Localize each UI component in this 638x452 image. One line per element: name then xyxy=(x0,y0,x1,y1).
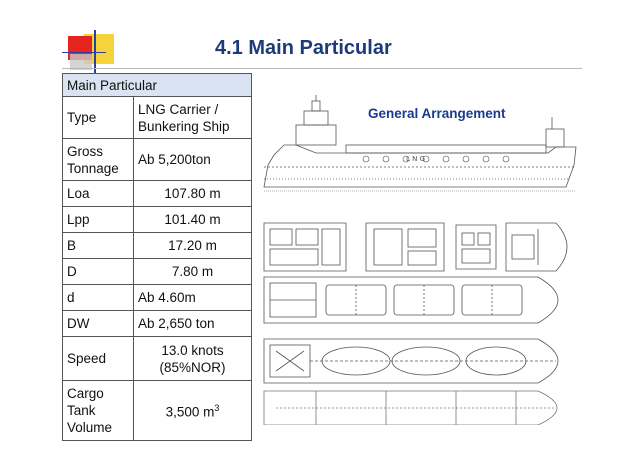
main-particular-table: Main Particular Type LNG Carrier / Bunke… xyxy=(62,73,252,441)
table-row: Type LNG Carrier / Bunkering Ship xyxy=(62,96,252,139)
row-value: 7.80 m xyxy=(133,258,252,285)
row-label: d xyxy=(62,284,134,311)
drawing-title: General Arrangement xyxy=(368,106,506,121)
row-value: LNG Carrier / Bunkering Ship xyxy=(133,96,252,139)
table-row: Loa 107.80 m xyxy=(62,180,252,207)
bottom-plan xyxy=(263,390,558,425)
lower-deck-plan xyxy=(263,338,559,384)
row-label: Loa xyxy=(62,180,134,207)
row-value: Ab 5,200ton xyxy=(133,138,252,181)
table-row: Speed 13.0 knots (85%NOR) xyxy=(62,336,252,381)
row-value: Ab 4.60m xyxy=(133,284,252,311)
row-label: Speed xyxy=(62,336,134,381)
table-row: D 7.80 m xyxy=(62,258,252,285)
svg-text:L N G: L N G xyxy=(406,155,425,163)
row-value: 17.20 m xyxy=(133,232,252,259)
table-row: Gross Tonnage Ab 5,200ton xyxy=(62,138,252,181)
table-header: Main Particular xyxy=(62,73,252,97)
general-arrangement-drawing: L N G xyxy=(263,95,577,425)
table-header-row: Main Particular xyxy=(62,73,252,97)
title-divider xyxy=(62,68,582,69)
row-label: Gross Tonnage xyxy=(62,138,134,181)
decor-blue-hline xyxy=(62,52,106,53)
table-row: B 17.20 m xyxy=(62,232,252,259)
table-row: d Ab 4.60m xyxy=(62,284,252,311)
deck-plans xyxy=(263,222,568,272)
table-row: Cargo Tank Volume 3,500 m3 xyxy=(62,380,252,441)
row-label: Type xyxy=(62,96,134,139)
row-value: 3,500 m3 xyxy=(133,380,252,441)
row-label: DW xyxy=(62,310,134,337)
row-value: 101.40 m xyxy=(133,206,252,233)
decor-gray-square xyxy=(70,54,92,70)
table-row: Lpp 101.40 m xyxy=(62,206,252,233)
row-label: B xyxy=(62,232,134,259)
row-value: 107.80 m xyxy=(133,180,252,207)
row-value: 13.0 knots (85%NOR) xyxy=(133,336,252,381)
profile-view: L N G xyxy=(263,95,577,192)
table-row: DW Ab 2,650 ton xyxy=(62,310,252,337)
row-label: Lpp xyxy=(62,206,134,233)
main-deck-plan xyxy=(263,276,559,324)
row-label: D xyxy=(62,258,134,285)
row-value: Ab 2,650 ton xyxy=(133,310,252,337)
superscript: 3 xyxy=(214,403,220,414)
row-label: Cargo Tank Volume xyxy=(62,380,134,441)
slide-title: 4.1 Main Particular xyxy=(215,37,392,59)
